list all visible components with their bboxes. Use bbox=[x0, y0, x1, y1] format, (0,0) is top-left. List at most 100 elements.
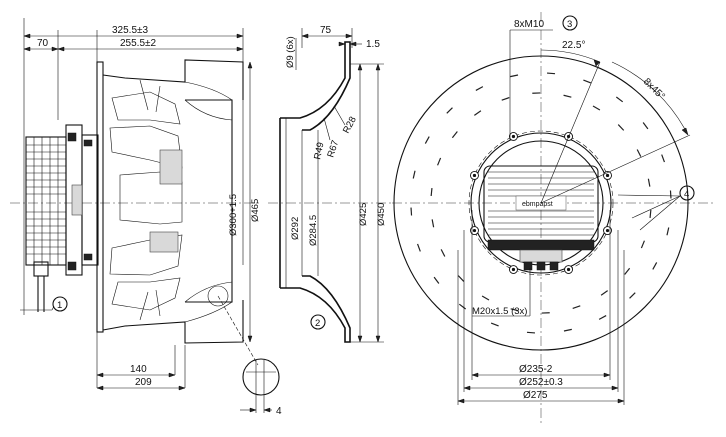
electronics-fins bbox=[488, 171, 594, 236]
blade-mark bbox=[572, 305, 581, 309]
blade-mark bbox=[642, 122, 649, 130]
blade-mark bbox=[563, 94, 572, 98]
bolt-circle bbox=[468, 130, 614, 276]
dim-75-label: 75 bbox=[320, 25, 332, 36]
blade-mark bbox=[446, 107, 453, 114]
gland-3 bbox=[549, 261, 559, 271]
callout-2-circle bbox=[310, 314, 326, 330]
motor-body bbox=[25, 136, 67, 266]
bolt-center bbox=[472, 228, 477, 233]
blade-mark bbox=[624, 267, 631, 275]
dia-284-label: Ø284.5 bbox=[308, 215, 319, 246]
blade-mark bbox=[661, 154, 666, 163]
callout-2-label: 2 bbox=[315, 318, 320, 329]
blade-mark bbox=[457, 275, 465, 282]
blade-mark bbox=[481, 295, 490, 301]
blade-mark bbox=[592, 105, 601, 111]
blade-mark bbox=[475, 86, 484, 91]
hub-ring bbox=[470, 132, 612, 274]
impeller-top-edge bbox=[102, 59, 244, 100]
blade-mark bbox=[583, 79, 592, 84]
blade-mark bbox=[510, 74, 519, 78]
dia-425-label: Ø425 bbox=[358, 203, 369, 226]
dia-235-label: Ø235-2 bbox=[519, 364, 553, 375]
dim-hub-offset-label: 70 bbox=[37, 38, 49, 49]
side-view: 325.5±3 255.5±2 70 bbox=[10, 18, 282, 417]
bolt-center bbox=[605, 228, 610, 233]
callout-4-label: 4 bbox=[684, 189, 689, 200]
blade-mark bbox=[474, 110, 482, 116]
blade-mark bbox=[416, 243, 421, 252]
blade-mark bbox=[649, 209, 652, 219]
bolt-center bbox=[472, 173, 477, 178]
blade-mark bbox=[510, 308, 519, 312]
dim-body-label: 255.5±2 bbox=[120, 38, 157, 49]
front-view: ebmpapst 8xM10 3 22.5° 8x45° 4 M20x bbox=[392, 12, 715, 425]
blade-mark bbox=[546, 72, 556, 75]
blade-mark bbox=[437, 157, 442, 166]
dim-140-label: 140 bbox=[130, 364, 147, 375]
blade-mark bbox=[617, 124, 625, 131]
dia-292-label: Ø292 bbox=[290, 217, 301, 240]
r49-label: R49 bbox=[312, 141, 326, 160]
gland-2 bbox=[536, 261, 546, 271]
callout-4-circle bbox=[679, 185, 695, 201]
blade-mark bbox=[636, 149, 642, 157]
blade-mark bbox=[615, 96, 624, 103]
dim-4-label: 4 bbox=[276, 406, 282, 417]
bolt-center bbox=[511, 267, 516, 272]
gland-1 bbox=[523, 261, 533, 271]
dia-inlet-label: Ø300+1.5 bbox=[228, 194, 239, 236]
blade-mark bbox=[629, 292, 636, 299]
blade-mark bbox=[451, 131, 458, 139]
blade-mark bbox=[431, 219, 435, 228]
dia-450-label: Ø450 bbox=[376, 203, 387, 226]
blade-mark bbox=[410, 207, 413, 216]
nozzle-view: 75 1.5 Ø9 (6x) R28 R67 R49 Ø292 Ø284.5 Ø… bbox=[268, 25, 392, 343]
angle-22-label: 22.5° bbox=[562, 40, 585, 51]
dia-252-label: Ø252±0.3 bbox=[519, 377, 563, 388]
dia-275-label: Ø275 bbox=[523, 390, 548, 401]
callout-3-label: 3 bbox=[567, 19, 572, 30]
blade-mark bbox=[430, 187, 433, 197]
wheel-outer-circle bbox=[393, 55, 689, 351]
cable-gland bbox=[33, 261, 49, 277]
dim-d9-label: Ø9 (6x) bbox=[285, 36, 296, 68]
blade-mark bbox=[598, 315, 607, 320]
blade-mark bbox=[652, 262, 658, 270]
blade-mark bbox=[501, 97, 510, 101]
blade-mark bbox=[666, 227, 670, 236]
callout-1-label: 1 bbox=[57, 300, 62, 311]
dia-wheel-label: Ø465 bbox=[250, 199, 261, 222]
callout-3-circle bbox=[562, 15, 578, 31]
blade-mark bbox=[458, 303, 467, 310]
callout-1-circle bbox=[52, 296, 68, 312]
back-plate bbox=[96, 61, 104, 333]
r28-label: R28 bbox=[341, 115, 359, 136]
r67-label: R67 bbox=[325, 139, 341, 159]
bolt-center bbox=[511, 134, 516, 139]
blade-mark bbox=[526, 331, 536, 334]
blade-mark bbox=[600, 290, 608, 296]
gland-label: M20x1.5 (3x) bbox=[472, 306, 527, 317]
blade-mark bbox=[563, 328, 572, 332]
motor-fins bbox=[26, 137, 66, 265]
blade-mark bbox=[433, 276, 440, 284]
blade-marks bbox=[410, 72, 672, 334]
thread-label: 8xM10 bbox=[514, 19, 544, 30]
blade-mark bbox=[490, 322, 499, 327]
nozzle-bottom-profile bbox=[280, 275, 351, 343]
dim-209-label: 209 bbox=[135, 377, 152, 388]
detail-circle bbox=[242, 358, 280, 396]
nozzle-top-profile bbox=[280, 41, 351, 131]
bolt-center bbox=[605, 173, 610, 178]
bolt-center bbox=[566, 267, 571, 272]
blade-mark bbox=[440, 249, 446, 257]
impeller-blades bbox=[109, 79, 183, 321]
blade-mark bbox=[412, 170, 416, 179]
blade-mark bbox=[424, 136, 430, 144]
bolts bbox=[470, 132, 612, 274]
blade-mark bbox=[640, 240, 645, 249]
logo-text: ebmpapst bbox=[522, 201, 553, 208]
